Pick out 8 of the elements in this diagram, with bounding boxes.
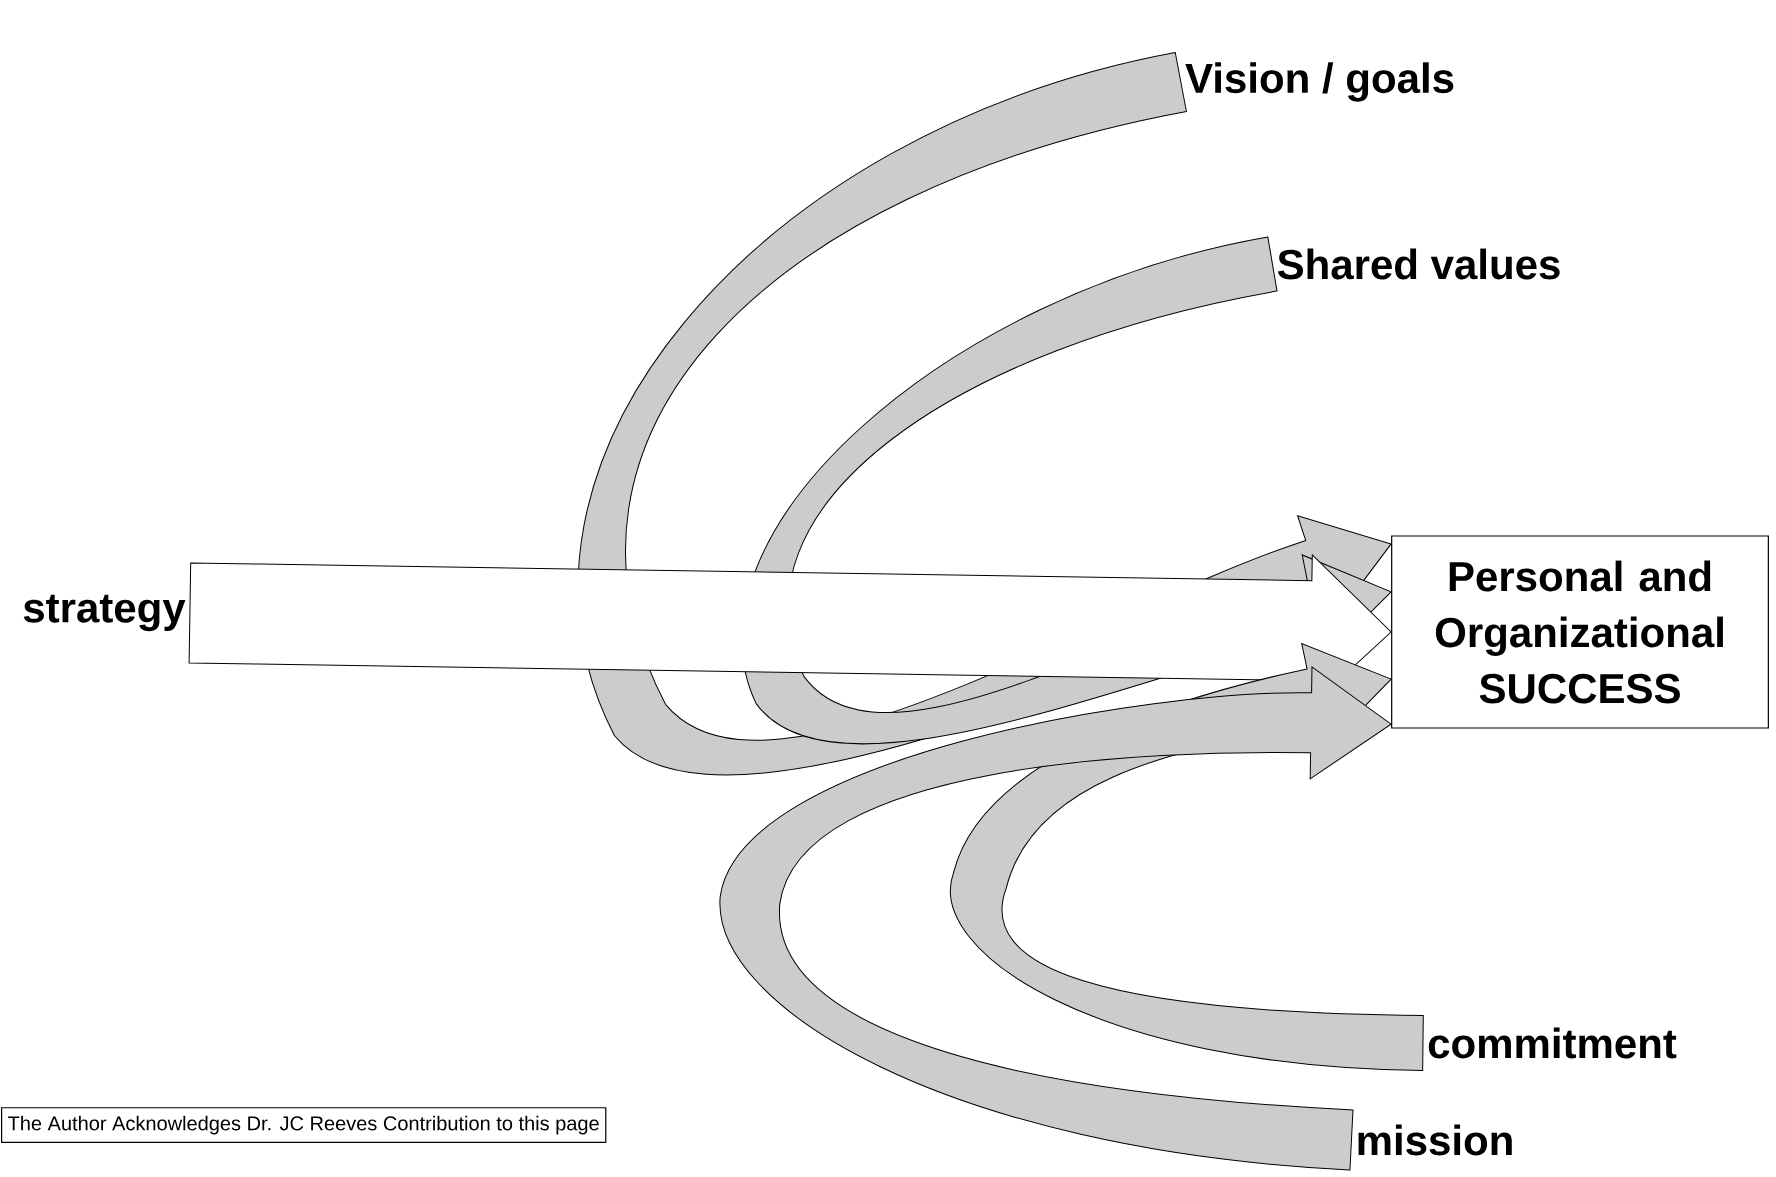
arrow-label: Vision / goals [1185, 62, 1454, 102]
arrow-label: mission [1358, 1124, 1512, 1156]
result-box: Personal and Organizational SUCCESS [1391, 535, 1769, 729]
note-box: The Author Acknowledges Dr. JC Reeves Contribution to this page [1, 1107, 607, 1143]
arrow-label: strategy [23, 594, 186, 632]
arrow-label: Shared values [1277, 248, 1560, 280]
arrow-label: commitment [1428, 1027, 1677, 1059]
block-arrow [719, 666, 1392, 1171]
